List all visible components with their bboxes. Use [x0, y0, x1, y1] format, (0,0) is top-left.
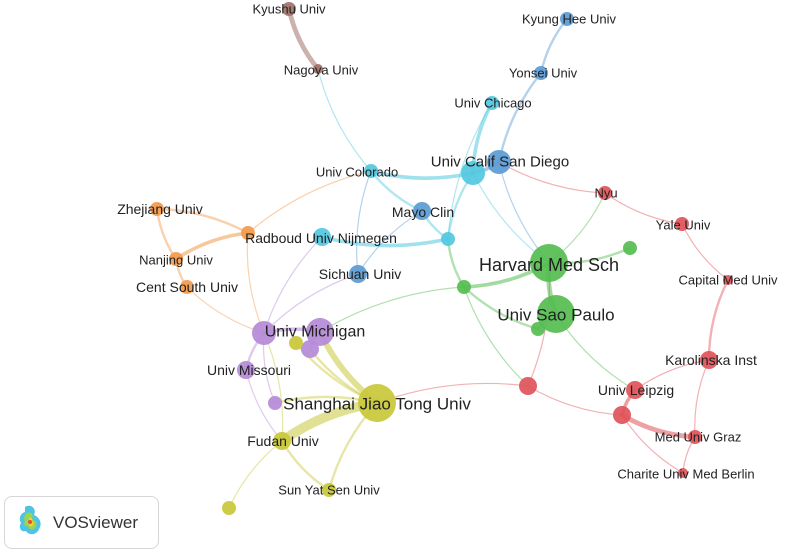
vosviewer-logo-icon — [17, 503, 47, 542]
node-label-centsouth: Cent South Univ — [136, 279, 238, 295]
link-green_mid-red_center — [463, 286, 529, 387]
node-label-karolinska: Karolinska Inst — [665, 352, 757, 368]
node-kyushu[interactable] — [282, 2, 296, 16]
node-yonsei[interactable] — [534, 66, 548, 80]
node-label-nanjing: Nanjing Univ — [139, 253, 213, 268]
node-zhejiang[interactable] — [150, 202, 164, 216]
node-leipzig[interactable] — [626, 381, 644, 399]
node-shanghai[interactable] — [358, 384, 396, 422]
node-capital[interactable] — [723, 275, 733, 285]
node-label-mayo: Mayo Clin — [392, 204, 454, 220]
node-michigan_l[interactable] — [252, 321, 276, 345]
node-cyan_small[interactable] — [441, 232, 455, 246]
node-red_lp[interactable] — [613, 406, 631, 424]
node-label-zhejiang: Zhejiang Univ — [117, 201, 203, 217]
node-nyu[interactable] — [598, 186, 612, 200]
node-missouri[interactable] — [237, 361, 255, 379]
node-ucsd[interactable] — [487, 150, 511, 174]
node-mayo[interactable] — [413, 202, 431, 220]
node-harvard[interactable] — [530, 244, 568, 282]
link-green_mid-green_sp — [462, 285, 540, 331]
node-green_mid[interactable] — [457, 280, 471, 294]
node-fudan[interactable] — [273, 432, 291, 450]
node-label-yonsei: Yonsei Univ — [509, 66, 578, 81]
link-sichuan-michigan_l — [263, 273, 359, 334]
node-label-kyushu: Kyushu Univ — [253, 2, 326, 17]
node-label-sunyatsen: Sun Yat Sen Univ — [278, 483, 380, 498]
node-ucsd_c[interactable] — [461, 161, 485, 185]
node-label-graz: Med Univ Graz — [655, 430, 742, 445]
node-sichuan[interactable] — [349, 265, 367, 283]
node-sunyatsen[interactable] — [322, 483, 336, 497]
node-yellow_small[interactable] — [289, 336, 303, 350]
link-uchicago-cyan_small — [447, 102, 493, 240]
node-radboud_c[interactable] — [313, 228, 331, 246]
link-radboud-michigan_l — [246, 232, 265, 334]
node-label-shanghai: Shanghai Jiao Tong Univ — [283, 395, 471, 414]
node-green_small[interactable] — [623, 241, 637, 255]
node-label-harvard: Harvard Med Sch — [479, 255, 619, 275]
link-radboud-zhejiang — [155, 207, 250, 235]
link-fudan-michigan_l — [263, 332, 284, 442]
node-yellow_bl[interactable] — [222, 501, 236, 515]
link-nagoya-colorado — [317, 68, 372, 172]
node-centsouth[interactable] — [180, 280, 194, 294]
vosviewer-badge: VOSviewer — [4, 496, 159, 549]
node-uchicago[interactable] — [485, 96, 499, 110]
node-label-kyunghee: Kyung Hee Univ — [522, 12, 616, 27]
node-label-leipzig: Univ Leipzig — [598, 382, 674, 398]
link-fudan-yellow_bl — [228, 440, 283, 509]
node-nagoya[interactable] — [313, 64, 323, 74]
link-red_center-red_lp — [527, 385, 623, 416]
nodes-layer — [150, 2, 733, 515]
link-green_mid-michigan — [319, 286, 465, 333]
node-label-capital: Capital Med Univ — [679, 273, 778, 288]
node-label-yale: Yale Univ — [656, 218, 711, 233]
node-radboud[interactable] — [241, 226, 255, 240]
node-green_sp[interactable] — [531, 322, 545, 336]
node-purple_small[interactable] — [301, 340, 319, 358]
node-label-radboud: Radboud Univ Nijmegen — [245, 230, 397, 246]
node-label-charite: Charite Univ Med Berlin — [617, 467, 754, 482]
link-kyushu-nagoya — [286, 6, 321, 72]
node-graz[interactable] — [688, 430, 702, 444]
node-red_center[interactable] — [519, 377, 537, 395]
link-nyu-yale — [604, 192, 683, 225]
node-michigan[interactable] — [306, 318, 334, 346]
links-layer — [155, 6, 730, 509]
node-label-colorado: Univ Colorado — [316, 165, 398, 180]
link-radboud_c-cyan_small — [320, 235, 450, 248]
link-colorado-radboud — [247, 170, 372, 234]
node-label-missouri: Univ Missouri — [207, 362, 291, 378]
node-nanjing[interactable] — [169, 252, 183, 266]
node-label-saopaulo: Univ Sao Paulo — [497, 306, 614, 325]
node-label-michigan: Univ Michigan — [265, 324, 365, 341]
link-radboud-nanjing — [174, 231, 250, 261]
node-label-ucsd: Univ Calif San Diego — [431, 154, 569, 171]
link-cyan_small-green_mid — [446, 237, 466, 289]
node-label-nyu: Nyu — [594, 186, 617, 201]
node-label-fudan: Fudan Univ — [247, 433, 319, 449]
node-karolinska[interactable] — [700, 351, 718, 369]
link-capital-karolinska — [707, 278, 730, 362]
link-colorado-sichuan — [356, 170, 372, 275]
node-label-uchicago: Univ Chicago — [454, 96, 531, 111]
node-label-sichuan: Sichuan Univ — [319, 266, 402, 282]
node-kyunghee[interactable] — [560, 12, 574, 26]
link-radboud_c-michigan_l — [263, 236, 323, 334]
node-yale[interactable] — [675, 217, 689, 231]
node-label-nagoya: Nagoya Univ — [284, 63, 359, 78]
node-charite[interactable] — [678, 468, 688, 478]
link-karolinska-graz — [694, 359, 710, 438]
node-purple_sj[interactable] — [268, 396, 282, 410]
vosviewer-label: VOSviewer — [53, 512, 139, 532]
node-colorado[interactable] — [364, 164, 378, 178]
node-saopaulo[interactable] — [537, 295, 575, 333]
link-yonsei-ucsd — [497, 71, 543, 164]
link-mayo-sichuan — [357, 210, 423, 275]
